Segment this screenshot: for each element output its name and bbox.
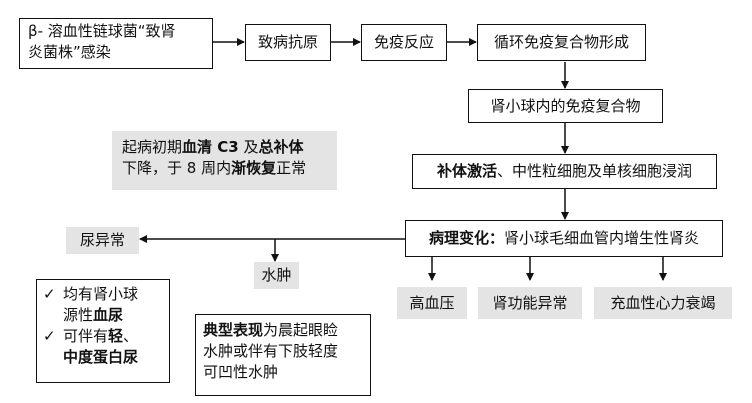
infection-line1: β- 溶血性链球菌“致肾: [28, 22, 176, 40]
urine-title: 尿异常: [79, 231, 125, 249]
note-line2: 下降，于 8 周内渐恢复正常: [122, 159, 307, 177]
immune-reaction-box: 免疫反应: [361, 24, 447, 61]
edema-title-box: 水肿: [254, 262, 299, 289]
glomerular-complex-label: 肾小球内的免疫复合物: [490, 96, 641, 115]
heart-failure-box: 充血性心力衰竭: [594, 287, 732, 319]
complex-formation-box: 循环免疫复合物形成: [477, 24, 646, 61]
complement-box: 补体激活、中性粒细胞及单核细胞浸润: [412, 154, 717, 189]
urine-item-2: ✓可伴有轻、: [43, 327, 139, 345]
renal-dysfunction-label: 肾功能异常: [492, 293, 568, 312]
note-line1: 起病初期血清 C3 及总补体: [122, 138, 304, 156]
urine-item-2-cont: 中度蛋白尿: [63, 348, 139, 366]
antigen-label: 致病抗原: [257, 33, 318, 51]
complex-formation-label: 循环免疫复合物形成: [493, 33, 629, 51]
infection-box: β- 溶血性链球菌“致肾 炎菌株”感染: [19, 18, 213, 69]
pathology-box: 病理变化：肾小球毛细血管内增生性肾炎: [405, 220, 723, 257]
edema-line1: 典型表现为晨起眼睑: [203, 321, 339, 339]
urine-item-1: ✓均有肾小球: [43, 285, 139, 303]
check-icon: ✓: [43, 327, 56, 345]
infection-line2: 炎菌株”感染: [28, 43, 111, 61]
edema-detail-box: 典型表现为晨起眼睑 水肿或伴有下肢轻度 可凹性水肿: [195, 314, 371, 396]
urine-detail-box: ✓均有肾小球 源性血尿 ✓可伴有轻、 中度蛋白尿: [36, 279, 170, 383]
edema-line3: 可凹性水肿: [203, 363, 279, 381]
hypertension-label: 高血压: [409, 293, 455, 312]
heart-failure-label: 充血性心力衰竭: [610, 293, 716, 312]
pathology-bold: 病理变化：: [428, 229, 504, 247]
check-icon: ✓: [43, 285, 56, 303]
edema-title: 水肿: [261, 266, 292, 284]
glomerular-complex-box: 肾小球内的免疫复合物: [468, 89, 663, 123]
urine-title-box: 尿异常: [66, 227, 139, 254]
note-box: 起病初期血清 C3 及总补体 下降，于 8 周内渐恢复正常: [112, 131, 337, 190]
immune-reaction-label: 免疫反应: [373, 33, 434, 51]
complement-bold: 补体激活: [436, 162, 497, 180]
urine-item-1-cont: 源性血尿: [63, 306, 124, 324]
complement-rest: 、中性粒细胞及单核细胞浸润: [497, 162, 693, 180]
pathology-rest: 肾小球毛细血管内增生性肾炎: [504, 229, 700, 247]
renal-dysfunction-box: 肾功能异常: [478, 287, 582, 319]
edema-line2: 水肿或伴有下肢轻度: [203, 342, 339, 360]
hypertension-box: 高血压: [397, 287, 467, 319]
antigen-box: 致病抗原: [245, 24, 331, 61]
